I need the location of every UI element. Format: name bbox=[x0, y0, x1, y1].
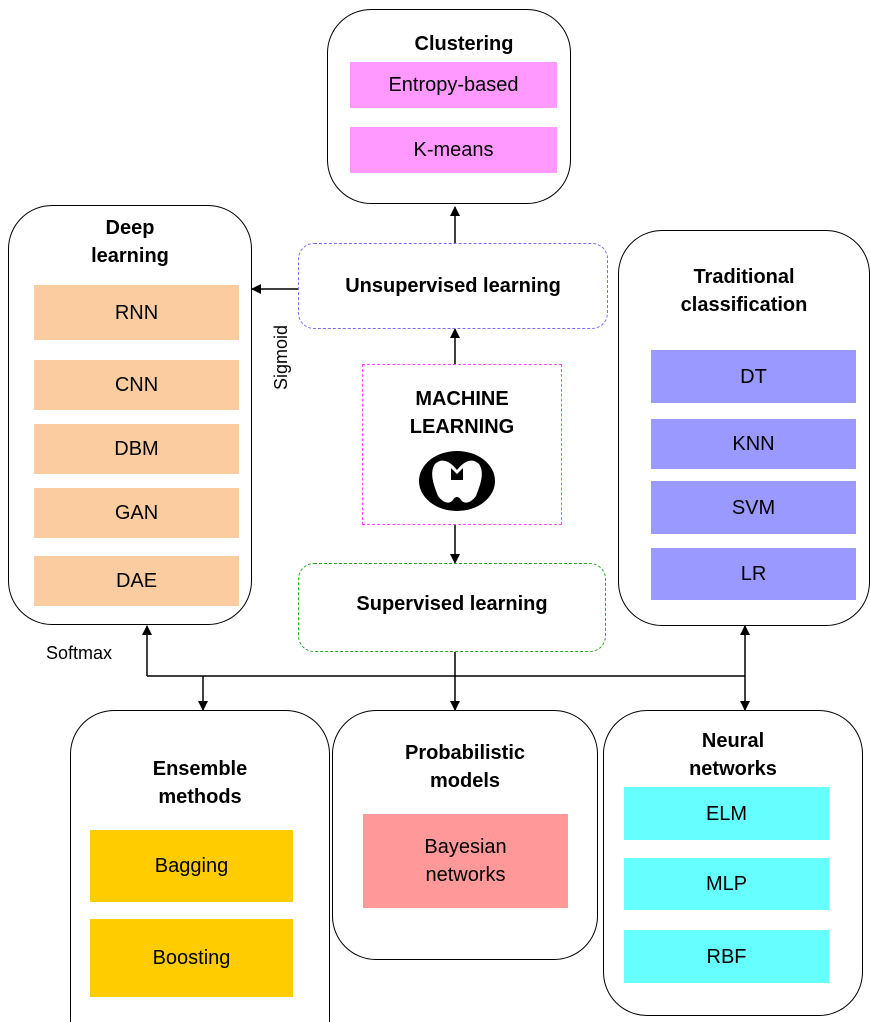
neural-item-rbf: RBF bbox=[624, 930, 829, 983]
ensemble-title: Ensemble methods bbox=[152, 758, 248, 808]
clustering-title: Clustering bbox=[414, 33, 514, 55]
ensemble-item-bagging: Bagging bbox=[90, 830, 293, 902]
sigmoid-label: Sigmoid bbox=[271, 324, 291, 390]
deep-item-dbm: DBM bbox=[34, 424, 239, 474]
probabilistic-item-bayesian: Bayesian networks bbox=[363, 814, 568, 908]
unsupervised-learning-box: Unsupervised learning bbox=[298, 243, 608, 329]
deep-learning-panel: Deep learning bbox=[8, 205, 252, 625]
traditional-item-lr: LR bbox=[651, 548, 856, 600]
unsupervised-learning-label: Unsupervised learning bbox=[345, 275, 561, 297]
traditional-item-dt: DT bbox=[651, 350, 856, 403]
traditional-title: Traditional classification bbox=[680, 266, 808, 316]
deep-learning-title: Deep learning bbox=[91, 217, 169, 267]
traditional-item-svm: SVM bbox=[651, 481, 856, 534]
machine-learning-box: MACHINE LEARNING bbox=[362, 364, 562, 525]
neural-item-mlp: MLP bbox=[624, 858, 829, 910]
deep-item-dae: DAE bbox=[34, 556, 239, 606]
probabilistic-title: Probabilistic models bbox=[404, 742, 526, 792]
supervised-learning-label: Supervised learning bbox=[356, 593, 548, 615]
deep-item-cnn: CNN bbox=[34, 360, 239, 410]
machine-learning-title: MACHINE LEARNING bbox=[409, 388, 515, 438]
supervised-learning-box: Supervised learning bbox=[298, 563, 606, 652]
thyroid-icon bbox=[419, 451, 495, 511]
deep-item-rnn: RNN bbox=[34, 285, 239, 340]
neural-item-elm: ELM bbox=[624, 787, 829, 840]
traditional-item-knn: KNN bbox=[651, 419, 856, 469]
clustering-item-kmeans: K-means bbox=[350, 127, 557, 173]
softmax-label: Softmax bbox=[46, 643, 113, 663]
neural-title: Neural networks bbox=[689, 730, 777, 780]
ensemble-item-boosting: Boosting bbox=[90, 919, 293, 997]
deep-item-gan: GAN bbox=[34, 488, 239, 538]
clustering-item-entropy: Entropy-based bbox=[350, 62, 557, 108]
